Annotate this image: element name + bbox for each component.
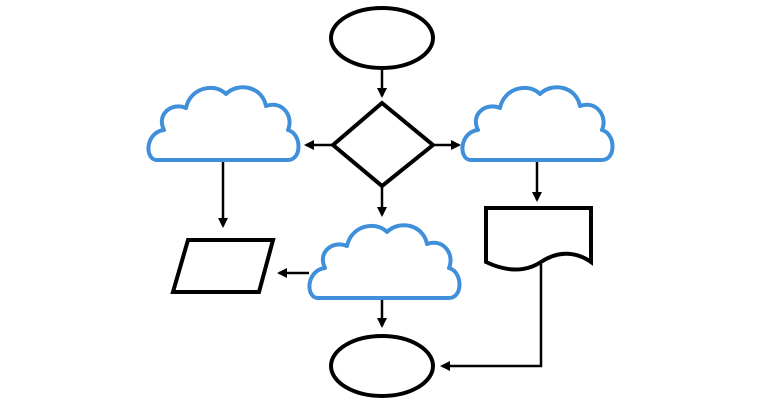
start-terminal xyxy=(329,6,435,70)
edge-document-to-end xyxy=(440,264,543,371)
cloud-center xyxy=(307,223,462,300)
end-terminal xyxy=(329,334,435,398)
decision-diamond xyxy=(329,100,437,189)
cloud-left xyxy=(146,85,301,162)
connectors xyxy=(218,64,543,371)
document-shape xyxy=(484,206,593,272)
cloud-right xyxy=(460,85,615,162)
input-output-parallelogram xyxy=(170,238,276,294)
